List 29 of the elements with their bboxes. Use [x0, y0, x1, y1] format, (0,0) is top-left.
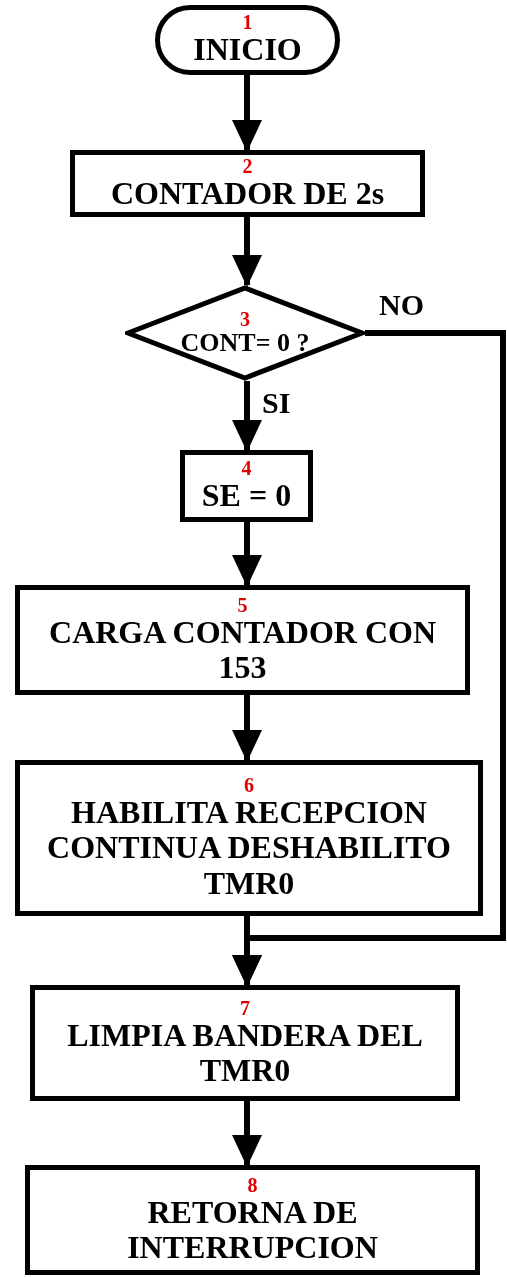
- arrow: [232, 381, 262, 452]
- step-number: 4: [241, 458, 252, 479]
- step-number: 5: [237, 594, 248, 615]
- node-label: RETORNA DE INTERRUPCION: [126, 1194, 379, 1266]
- arrow: [232, 217, 262, 287]
- process-box: [25, 1165, 480, 1275]
- decision-diamond: [125, 285, 365, 381]
- process-box: [180, 450, 313, 522]
- step-number: 2: [242, 155, 253, 176]
- step-number: 3: [240, 308, 250, 329]
- node-label: CARGA CONTADOR CON 153: [48, 614, 437, 686]
- arrow: [232, 522, 262, 587]
- node-label: HABILITA RECEPCION CONTINUA DESHABILITO TMR0: [46, 795, 452, 901]
- arrow: [232, 1101, 262, 1167]
- step-number: 1: [242, 12, 253, 33]
- step-number: 6: [244, 775, 254, 796]
- step-number: 8: [247, 1174, 258, 1195]
- node-label: INICIO: [192, 32, 303, 68]
- arrow: [232, 695, 262, 762]
- process-box: [70, 150, 425, 217]
- process-box: [15, 585, 470, 695]
- process-box: [30, 985, 460, 1101]
- node-label: CONT= 0 ?: [180, 328, 310, 358]
- node-label: SE = 0: [200, 478, 293, 514]
- process-box: [15, 760, 483, 916]
- step-number: 7: [240, 997, 250, 1018]
- node-label: CONTADOR DE 2s: [109, 175, 386, 212]
- node-label: LIMPIA BANDERA DEL TMR0: [66, 1017, 424, 1089]
- arrow: [232, 75, 262, 152]
